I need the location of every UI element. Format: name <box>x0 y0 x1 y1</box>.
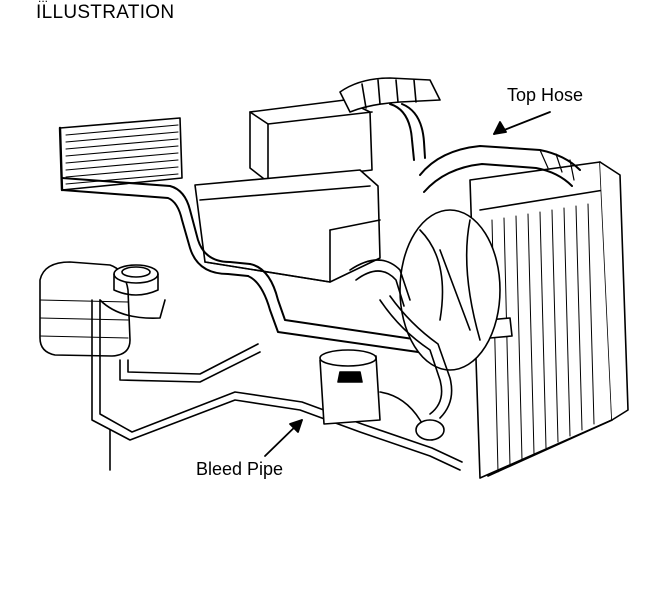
radiator <box>469 161 629 479</box>
air-intake-pipe <box>339 77 441 161</box>
title-fragment: ... <box>38 0 48 4</box>
pump-housing <box>319 349 445 441</box>
bleed-pipe <box>91 299 463 471</box>
bleed-pipe-arrow <box>264 419 303 457</box>
cooler-core <box>58 117 183 192</box>
top-hose-label: Top Hose <box>507 85 584 105</box>
fan-assembly <box>349 209 501 419</box>
expansion-tank <box>39 261 166 357</box>
bleed-pipe-label: Bleed Pipe <box>196 459 284 479</box>
top-hose-arrow <box>493 111 551 135</box>
top-hose <box>419 145 581 193</box>
illustration-title: ILLUSTRATION <box>36 2 175 23</box>
cooler-pipe <box>61 177 471 357</box>
engine-block <box>194 99 381 283</box>
